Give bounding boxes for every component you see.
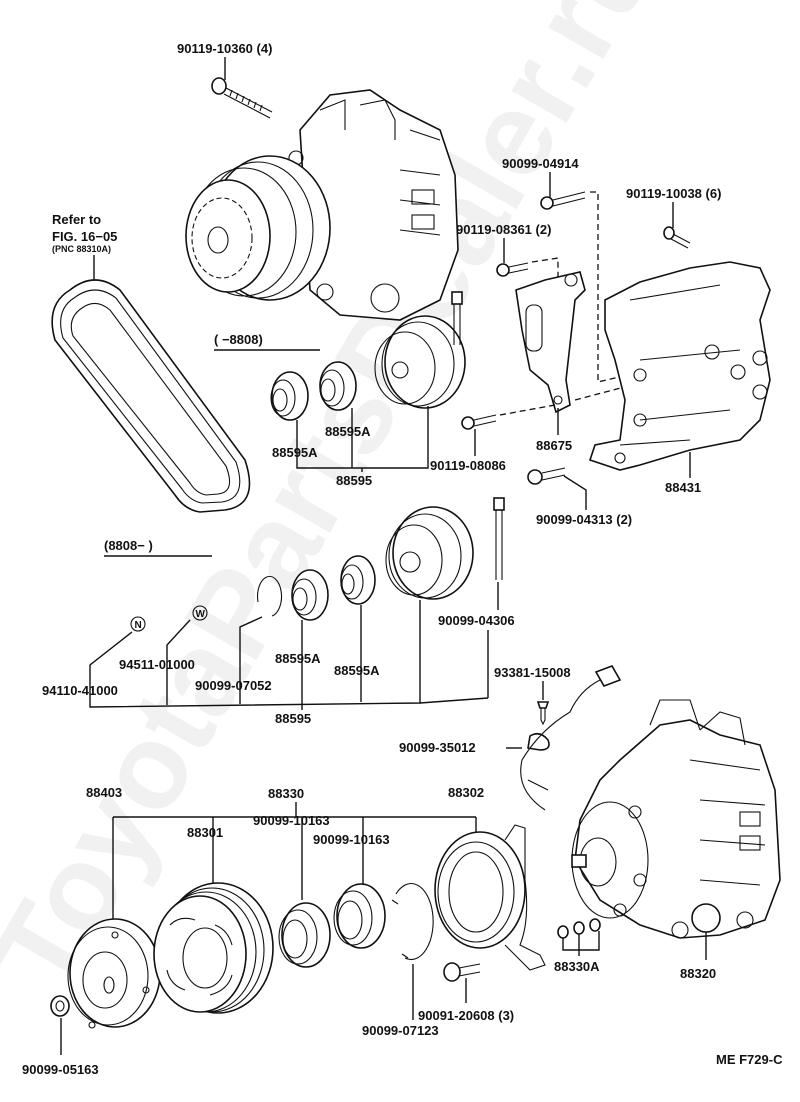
- label-88403: 88403: [86, 785, 122, 800]
- bolt-90119-08086[interactable]: 90119-08086: [430, 414, 506, 473]
- label-upper-88595: 88595: [336, 473, 372, 488]
- bolt-90119-10360[interactable]: 90119-10360 (4): [177, 41, 272, 119]
- label-90119-10038: 90119-10038 (6): [626, 186, 721, 201]
- label-94511-01000: 94511-01000: [119, 657, 195, 672]
- label-90099-04914: 90099-04914: [502, 156, 579, 171]
- compressor-88320[interactable]: 88320: [571, 699, 781, 981]
- label-90119-08086: 90119-08086: [430, 458, 506, 473]
- drive-belt[interactable]: [51, 279, 251, 513]
- armature-plate-88403[interactable]: [67, 918, 161, 1029]
- refer-pnc-label: (PNC 88310A): [52, 244, 111, 254]
- belt-reference: Refer to FIG. 16−05 (PNC 88310A): [52, 212, 117, 282]
- bracket-88675[interactable]: 88675: [515, 271, 586, 453]
- label-upper-88595A-2: 88595A: [272, 445, 318, 460]
- label-lower-88595A-2: 88595A: [334, 663, 380, 678]
- drawing-code: ME F729-C: [716, 1052, 783, 1067]
- sensor-wire-harness: [520, 665, 622, 811]
- label-88302: 88302: [448, 785, 484, 800]
- label-88320: 88320: [680, 966, 716, 981]
- label-lower-88595: 88595: [275, 711, 311, 726]
- label-90119-08361: 90119-08361 (2): [456, 222, 551, 237]
- bolt-90119-10038[interactable]: 90119-10038 (6): [626, 186, 721, 249]
- clamp-90099-35012[interactable]: 90099-35012: [399, 732, 550, 755]
- bracket-88431[interactable]: 88431: [588, 261, 771, 495]
- snap-ring-90099-07123[interactable]: 90099-07123: [362, 883, 439, 1038]
- upper-idler-pulley-set[interactable]: [270, 291, 466, 421]
- symbol-w-text: W: [196, 609, 206, 620]
- label-88330: 88330: [268, 786, 304, 801]
- refer-fig-label: FIG. 16−05: [52, 229, 117, 244]
- symbol-n-text: N: [135, 620, 142, 631]
- bearing-90099-10163-a[interactable]: [278, 902, 331, 968]
- label-88301: 88301: [187, 825, 223, 840]
- label-90099-35012: 90099-35012: [399, 740, 476, 755]
- bolt-90119-08361[interactable]: 90119-08361 (2): [456, 222, 551, 277]
- label-90099-07052: 90099-07052: [195, 678, 272, 693]
- label-88330A: 88330A: [554, 959, 600, 974]
- shims-88330A[interactable]: 88330A: [554, 918, 601, 974]
- range-lower: (8808− ): [104, 538, 212, 557]
- symbol-n: N: [130, 616, 146, 632]
- range-upper: ( −8808): [214, 332, 320, 351]
- screw-93381-15008[interactable]: 93381-15008: [494, 665, 571, 726]
- compressor-upper: [185, 89, 459, 321]
- bolt-90091-20608[interactable]: 90091-20608 (3): [418, 962, 514, 1023]
- range-upper-label: ( −8808): [214, 332, 263, 347]
- label-90119-10360: 90119-10360 (4): [177, 41, 272, 56]
- label-90099-04313: 90099-04313 (2): [536, 512, 632, 527]
- label-88675: 88675: [536, 438, 572, 453]
- label-93381-15008: 93381-15008: [494, 665, 571, 680]
- bolt-90099-04313[interactable]: 90099-04313 (2): [527, 467, 632, 527]
- nut-90099-05163[interactable]: 90099-05163: [22, 995, 99, 1077]
- refer-to-label: Refer to: [52, 212, 101, 227]
- range-lower-label: (8808− ): [104, 538, 153, 553]
- symbol-w: W: [192, 605, 208, 621]
- label-upper-88595A-1: 88595A: [325, 424, 371, 439]
- label-90099-07123: 90099-07123: [362, 1023, 439, 1038]
- field-coil-88302[interactable]: [434, 824, 546, 971]
- label-88431: 88431: [665, 480, 701, 495]
- label-90099-05163: 90099-05163: [22, 1062, 99, 1077]
- lower-idler-pulley-set[interactable]: [257, 497, 505, 621]
- label-90099-10163-a: 90099-10163: [253, 813, 330, 828]
- bearing-90099-10163-b[interactable]: [333, 883, 386, 949]
- label-90099-04306: 90099-04306: [438, 613, 515, 628]
- label-90099-10163-b: 90099-10163: [313, 832, 390, 847]
- label-90091-20608: 90091-20608 (3): [418, 1008, 514, 1023]
- clutch-pulley-88301[interactable]: [153, 882, 274, 1014]
- label-94110-41000: 94110-41000: [42, 683, 118, 698]
- label-lower-88595A-1: 88595A: [275, 651, 321, 666]
- bolt-90099-04914[interactable]: 90099-04914: [502, 156, 586, 210]
